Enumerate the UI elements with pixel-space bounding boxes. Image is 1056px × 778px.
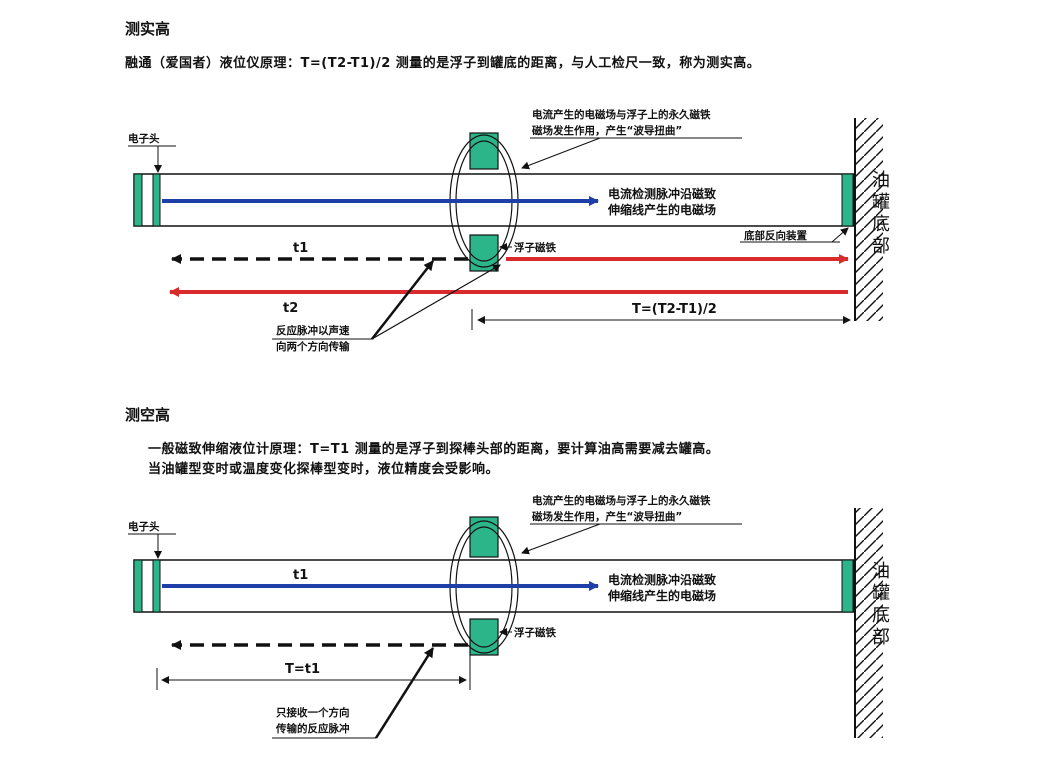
t-dimension: [471, 309, 851, 330]
section2-principle-line1: 一般磁致伸缩液位计原理：T=T1 测量的是浮子到探棒头部的距离，要计算油高需要减…: [148, 442, 720, 457]
t-dimension: [156, 655, 471, 690]
note-line1: 电流产生的电磁场与浮子上的永久磁铁: [532, 108, 711, 121]
tank-wall: [854, 508, 883, 738]
reflect-leader: [374, 647, 435, 739]
section2-diagram: 电子头 电流产生的电磁场与浮子上的永久磁铁 磁场发生作用，产生“波导扭曲” 电流…: [128, 494, 890, 739]
electronic-head: [133, 173, 161, 227]
reflect-leader-a: [371, 260, 434, 340]
bottom-reverse-device: [841, 173, 854, 227]
section2-principle-line2: 当油罐型变时或温度变化探棒型变时，液位精度会受影响。: [148, 462, 500, 477]
head-label: 电子头: [128, 132, 160, 145]
note-line2: 磁场发生作用，产生“波导扭曲”: [532, 124, 682, 137]
float-label: 浮子磁铁: [514, 241, 556, 254]
tank-char-1: 油: [872, 561, 890, 582]
pulse-line1: 电流检测脉冲沿磁致: [608, 572, 717, 587]
electronic-head: [133, 559, 161, 613]
tank-wall: [854, 118, 883, 321]
tank-char-3: 底: [872, 605, 890, 626]
note-leader: [521, 137, 601, 170]
t1-label: t1: [293, 568, 308, 583]
section2-heading: 测空高: [125, 406, 171, 424]
bottom-device-label: 底部反向装置: [744, 229, 807, 242]
tank-char-4: 部: [872, 236, 890, 257]
section1-heading: 测实高: [125, 20, 171, 38]
section1-diagram: 电子头 电流产生的电磁场与浮子上的永久磁铁 磁场发生作用，产生“波导扭曲” 电流…: [128, 108, 890, 353]
tank-char-3: 底: [872, 214, 890, 235]
float-label: 浮子磁铁: [514, 626, 556, 639]
head-label: 电子头: [128, 520, 160, 533]
tank-char-4: 部: [872, 627, 890, 648]
tank-char-1: 油: [872, 170, 890, 191]
formula-label: T=(T2-T1)/2: [632, 302, 717, 317]
note-line1: 电流产生的电磁场与浮子上的永久磁铁: [532, 494, 711, 507]
reflect-line1: 只接收一个方向: [276, 706, 350, 719]
section1-principle: 融通（爱国者）液位仪原理：T=(T2-T1)/2 测量的是浮子到罐底的距离，与人…: [125, 56, 761, 71]
note-line2: 磁场发生作用，产生“波导扭曲”: [532, 510, 682, 523]
reflect-leader-b: [371, 264, 501, 340]
bottom-end: [841, 559, 854, 613]
t2-label: t2: [283, 301, 298, 316]
reflect-line1: 反应脉冲以声速: [276, 324, 350, 337]
pulse-line2: 伸缩线产生的电磁场: [607, 588, 716, 603]
pulse-line1: 电流检测脉冲沿磁致: [608, 186, 717, 201]
reflect-line2: 向两个方向传输: [276, 340, 350, 353]
formula-label: T=t1: [285, 662, 320, 677]
tank-char-2: 罐: [872, 583, 890, 604]
t1-label: t1: [293, 241, 308, 256]
pulse-line2: 伸缩线产生的电磁场: [607, 202, 716, 217]
note-leader: [521, 523, 601, 555]
tank-char-2: 罐: [872, 192, 890, 213]
reflect-line2: 传输的反应脉冲: [275, 722, 350, 735]
